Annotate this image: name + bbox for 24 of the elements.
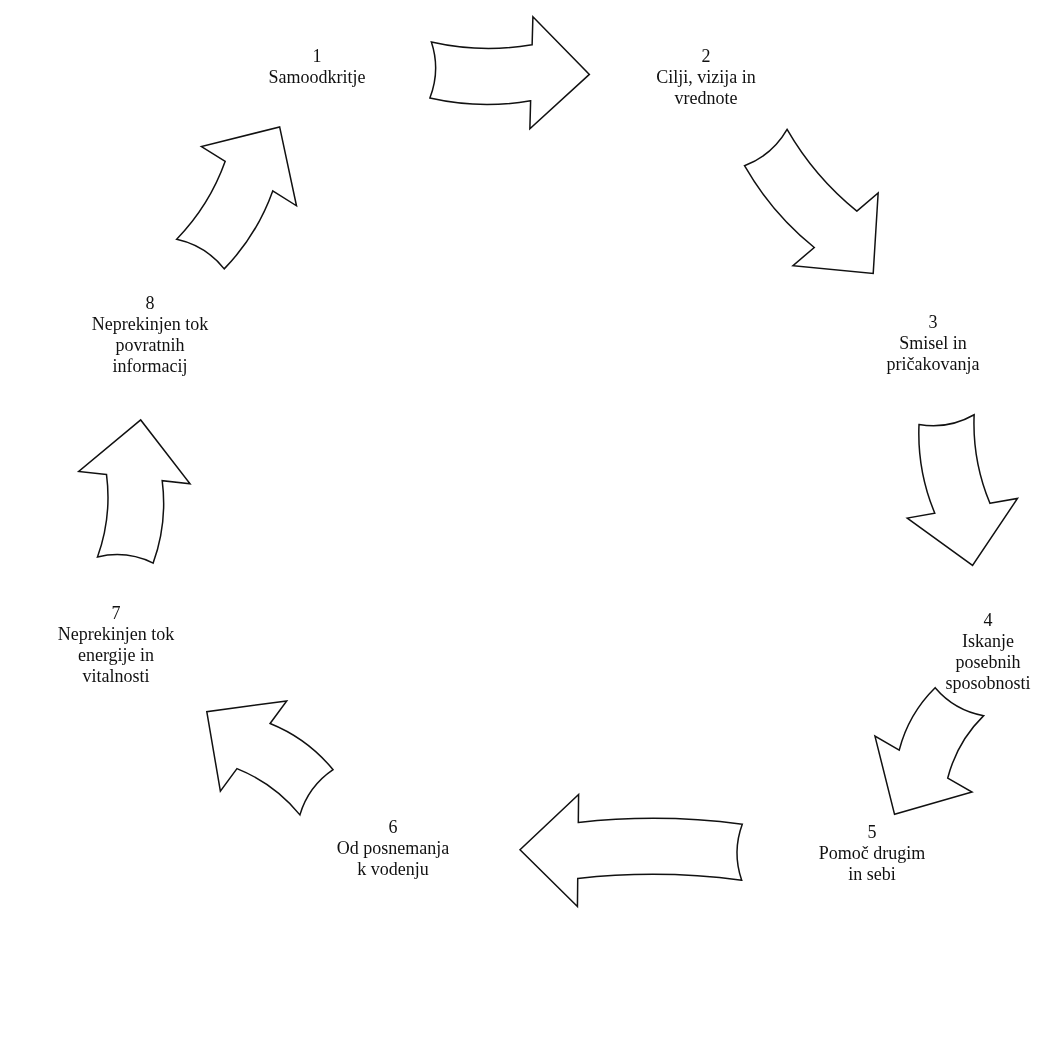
step-label: Neprekinjen tok energije in vitalnosti — [56, 624, 176, 687]
step-label: Od posnemanja k vodenju — [335, 838, 451, 880]
step-number: 4 — [982, 610, 994, 631]
block-arrow — [743, 128, 879, 275]
step-number: 1 — [311, 46, 323, 67]
step-number: 6 — [387, 817, 399, 838]
step-number: 3 — [927, 312, 939, 333]
block-arrow — [77, 419, 191, 564]
step-label: Neprekinjen tok povratnih informacij — [91, 314, 209, 377]
step-label: Smisel in pričakovanja — [885, 333, 981, 375]
step-number: 5 — [866, 822, 878, 843]
block-arrow — [874, 686, 985, 816]
block-arrow — [175, 126, 298, 270]
step-label: Cilji, vizija in vrednote — [655, 67, 757, 109]
block-arrow — [906, 414, 1019, 567]
block-arrow — [429, 16, 591, 130]
step-label: Iskanje posebnih sposobnosti — [944, 631, 1032, 694]
step-number: 8 — [144, 293, 156, 314]
block-arrow — [519, 793, 743, 908]
step-label: Pomoč drugim in sebi — [817, 843, 927, 885]
step-number: 2 — [700, 46, 712, 67]
step-number: 7 — [110, 603, 122, 624]
block-arrow — [206, 700, 334, 816]
step-label: Samoodkritje — [267, 67, 367, 88]
